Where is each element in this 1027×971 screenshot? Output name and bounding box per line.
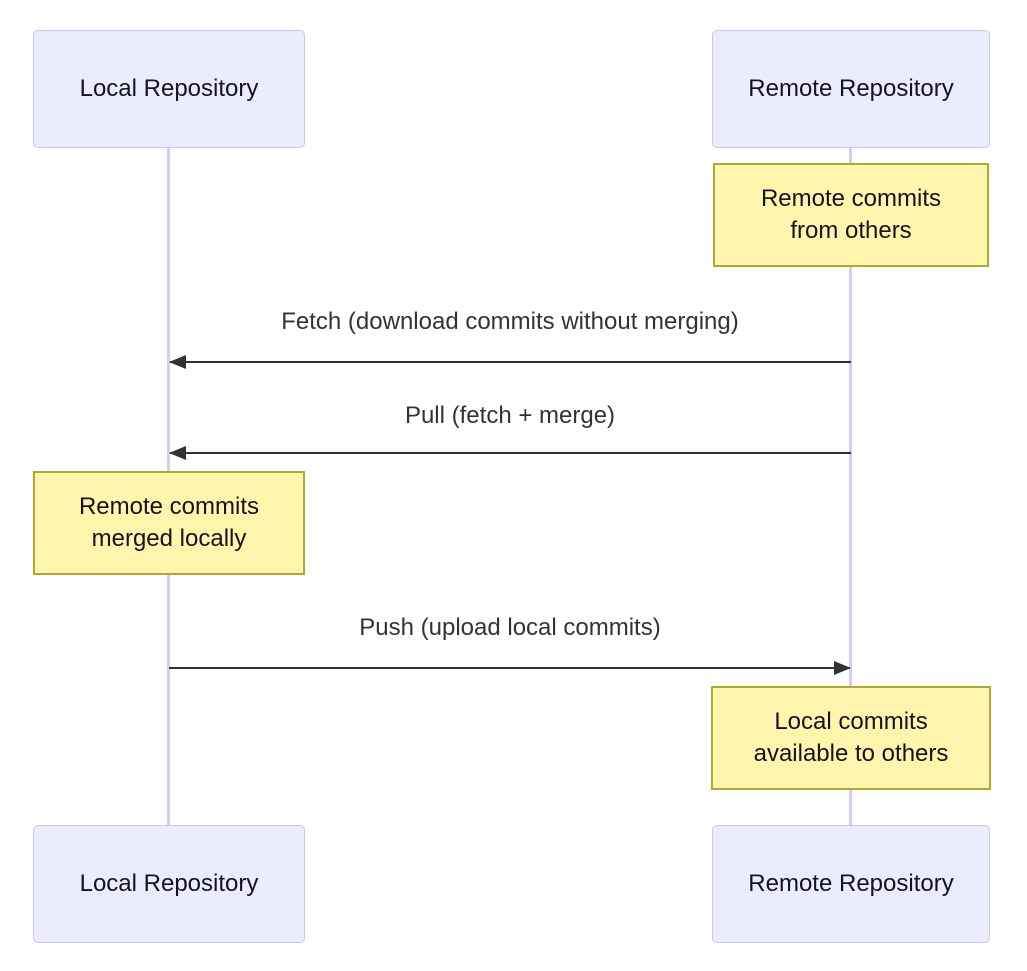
actor-local-repository-bottom: Local Repository [33, 825, 305, 943]
note-line: from others [790, 217, 912, 244]
note-line: merged locally [91, 525, 247, 552]
message-label-fetch: Fetch (download commits without merging) [281, 308, 739, 335]
message-label-push: Push (upload local commits) [359, 614, 661, 641]
note-line: Local commits [774, 707, 928, 735]
message-arrow-fetch [170, 361, 851, 363]
note-line: available to others [753, 740, 949, 767]
arrowhead-left-icon [169, 355, 186, 369]
arrowhead-right-icon [834, 661, 851, 675]
arrowhead-left-icon [169, 446, 186, 460]
note-remote-commits-merged-locally: Remote commits merged locally [33, 471, 305, 575]
message-label-pull: Pull (fetch + merge) [404, 402, 616, 429]
message-arrow-push [169, 667, 850, 669]
actor-label: Remote Repository [748, 870, 954, 897]
actor-label: Local Repository [79, 75, 259, 102]
actor-label: Local Repository [79, 870, 259, 897]
actor-local-repository-top: Local Repository [33, 30, 305, 148]
actor-remote-repository-top: Remote Repository [712, 30, 990, 148]
actor-label: Remote Repository [748, 75, 954, 102]
actor-remote-repository-bottom: Remote Repository [712, 825, 990, 943]
note-line: Remote commits [760, 184, 942, 212]
note-remote-commits-from-others: Remote commits from others [713, 163, 989, 267]
message-arrow-pull [170, 452, 851, 454]
lifeline-remote-repository [849, 148, 852, 825]
note-line: Remote commits [78, 492, 260, 520]
note-local-commits-available-to-others: Local commits available to others [711, 686, 991, 790]
